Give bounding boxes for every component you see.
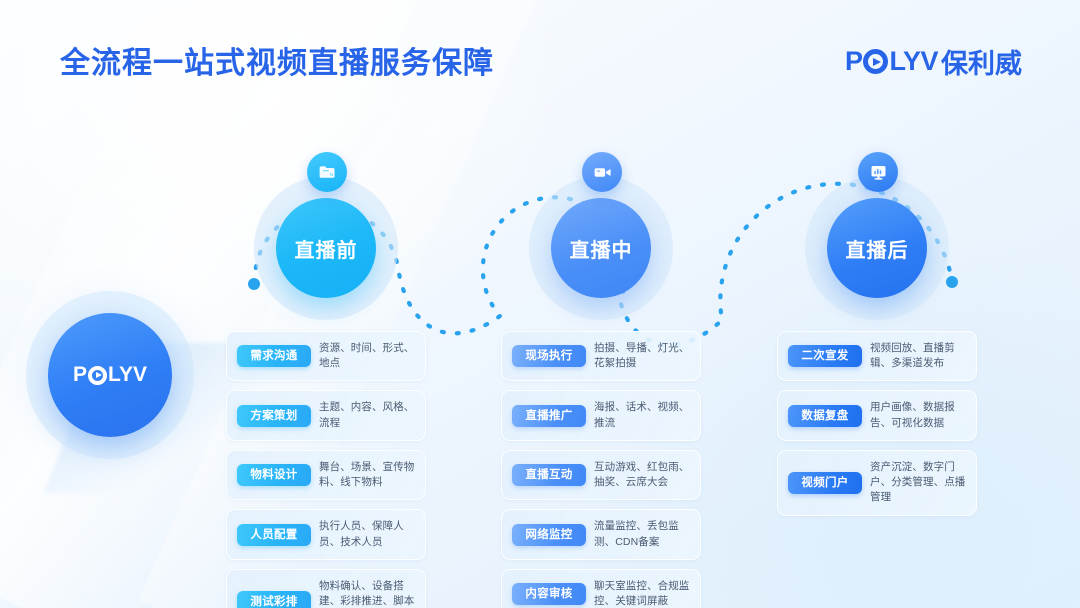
item-description: 资源、时间、形式、地点: [319, 342, 415, 370]
item-tag: 网络监控: [512, 523, 586, 546]
hub-circle: P LYV: [48, 313, 172, 437]
hub-letters-lyv: LYV: [108, 363, 147, 386]
card-item[interactable]: 现场执行 拍摄、导播、灯光、花絮拍摄: [501, 331, 701, 382]
item-description: 主题、内容、风格、流程: [319, 401, 415, 429]
item-tag: 内容审核: [512, 582, 586, 605]
item-description: 海报、话术、视频、推流: [594, 401, 690, 429]
card-item[interactable]: 人员配置 执行人员、保障人员、技术人员: [226, 509, 426, 560]
card-item[interactable]: 需求沟通 资源、时间、形式、地点: [226, 331, 426, 382]
hub-letter-p: P: [73, 363, 88, 386]
item-tag: 测试彩排: [237, 590, 311, 608]
card-item[interactable]: 物料设计 舞台、场景、宣传物料、线下物料: [226, 449, 426, 501]
brand-letters-lyv: LYV: [889, 46, 938, 76]
card-item[interactable]: 直播推广 海报、话术、视频、推流: [501, 390, 701, 441]
polyv-hub: P LYV: [2, 267, 285, 493]
flow-end-dot: [946, 276, 958, 288]
folder-icon: [307, 152, 347, 192]
page-title: 全流程一站式视频直播服务保障: [60, 47, 494, 80]
brand-wordmark: P LYV: [844, 46, 939, 77]
item-description: 执行人员、保障人员、技术人员: [319, 520, 404, 548]
item-description: 流量监控、丢包监测、CDN备案: [594, 520, 679, 548]
brand-chinese-name: 保利威: [941, 49, 1022, 79]
item-description: 视频回放、直播剪辑、多渠道发布: [870, 342, 955, 370]
card-item[interactable]: 二次宣发 视频回放、直播剪辑、多渠道发布: [777, 331, 977, 382]
item-tag: 直播推广: [512, 404, 586, 427]
column-live: 现场执行 拍摄、导播、灯光、花絮拍摄 直播推广 海报、话术、视频、推流 直播互动…: [501, 331, 701, 608]
item-tag: 需求沟通: [237, 345, 311, 368]
card-item[interactable]: 内容审核 聊天室监控、合规监控、关键词屏蔽: [501, 568, 701, 608]
flow-start-dot: [248, 278, 260, 290]
brand-letter-p: P: [844, 46, 863, 76]
card-item[interactable]: 数据复盘 用户画像、数据报告、可视化数据: [777, 390, 977, 441]
card-item[interactable]: 方案策划 主题、内容、风格、流程: [226, 390, 426, 441]
brand-logo: P LYV 保利威: [845, 42, 1022, 81]
item-tag: 数据复盘: [788, 404, 862, 427]
card-item[interactable]: 测试彩排 物料确认、设备搭建、彩排推进、脚本沟通: [226, 568, 426, 608]
item-tag: 人员配置: [237, 523, 311, 546]
item-tag: 物料设计: [237, 464, 311, 487]
item-description: 舞台、场景、宣传物料、线下物料: [319, 460, 415, 489]
item-description: 资产沉淀、数字门户、分类管理、点播管理: [870, 460, 966, 504]
play-circle-icon: [863, 49, 889, 74]
item-tag: 二次宣发: [788, 345, 862, 368]
item-tag: 直播互动: [512, 464, 586, 487]
hub-play-circle-icon: [88, 365, 108, 385]
item-tag: 方案策划: [237, 404, 311, 427]
stage-label-post-live: 直播后: [827, 198, 927, 298]
item-tag: 视频门户: [788, 471, 862, 494]
column-post-live: 二次宣发 视频回放、直播剪辑、多渠道发布 数据复盘 用户画像、数据报告、可视化数…: [777, 331, 977, 525]
item-description: 拍摄、导播、灯光、花絮拍摄: [594, 342, 690, 370]
stage-label-pre-live: 直播前: [276, 198, 376, 298]
bar-chart-monitor-icon: [858, 152, 898, 192]
column-pre-live: 需求沟通 资源、时间、形式、地点 方案策划 主题、内容、风格、流程 物料设计 舞…: [226, 331, 426, 608]
card-item[interactable]: 视频门户 资产沉淀、数字门户、分类管理、点播管理: [777, 449, 977, 516]
card-item[interactable]: 直播互动 互动游戏、红包雨、抽奖、云席大会: [501, 449, 701, 501]
item-description: 用户画像、数据报告、可视化数据: [870, 401, 955, 429]
stage-label-live: 直播中: [551, 198, 651, 298]
card-item[interactable]: 网络监控 流量监控、丢包监测、CDN备案: [501, 509, 701, 560]
item-description: 互动游戏、红包雨、抽奖、云席大会: [594, 460, 690, 489]
item-tag: 现场执行: [512, 345, 586, 368]
hub-wordmark: P LYV: [73, 363, 147, 387]
video-camera-icon: [582, 152, 622, 192]
item-description: 聊天室监控、合规监控、关键词屏蔽: [594, 579, 690, 607]
item-description: 物料确认、设备搭建、彩排推进、脚本沟通: [319, 579, 415, 607]
